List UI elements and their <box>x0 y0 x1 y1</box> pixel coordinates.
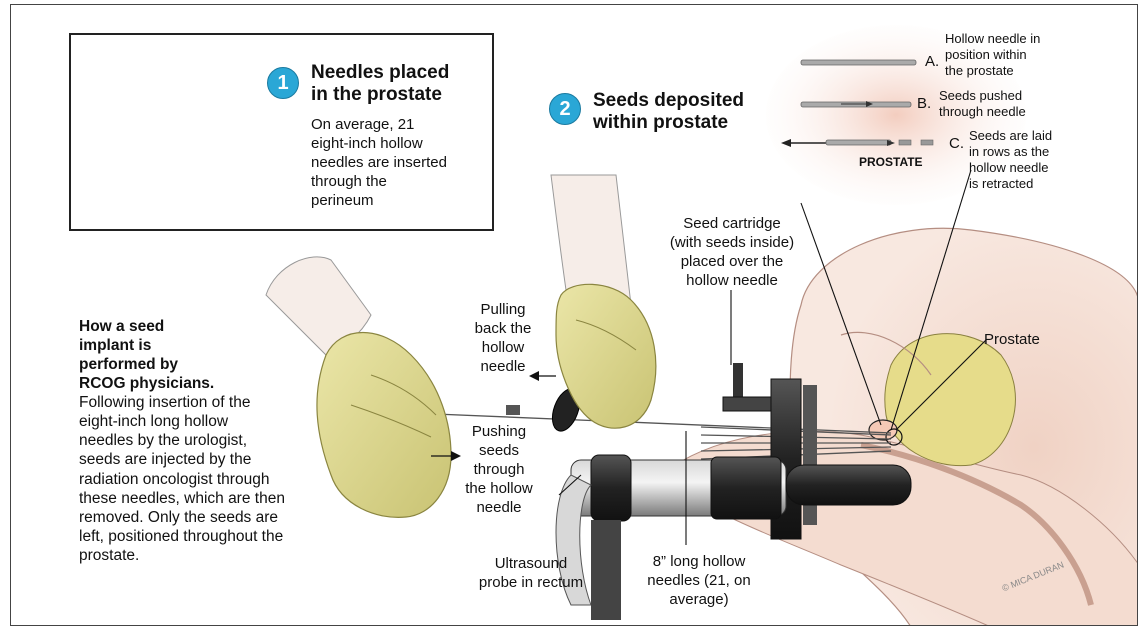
step-1-body-line5: perineum <box>311 193 374 210</box>
description-heading-line2: implant is <box>79 336 379 355</box>
description-block: How a seed implant is performed by RCOG … <box>79 317 379 565</box>
detail-prostate-caption: PROSTATE <box>859 156 923 169</box>
seed-cartridge-line3: placed over the <box>647 254 817 271</box>
description-heading-line4: RCOG physicians. <box>79 374 379 393</box>
pushing-seeds-line5: needle <box>449 500 549 517</box>
description-body-line5: radiation oncologist through <box>79 470 379 489</box>
prostate-organ <box>885 334 1016 466</box>
pulling-back-line1: Pulling <box>453 302 553 319</box>
seed-cartridge-line1: Seed cartridge <box>647 216 817 233</box>
description-body-line7: removed. Only the seeds are <box>79 508 379 527</box>
detail-b-line2: through needle <box>939 105 1026 119</box>
seed-cartridge-line2: (with seeds inside) <box>647 235 817 252</box>
pushing-seeds-line4: the hollow <box>449 481 549 498</box>
step-2-title-line1: Seeds deposited <box>593 91 744 112</box>
description-body-line1: Following insertion of the <box>79 393 379 412</box>
step-1-body-line1: On average, 21 <box>311 117 414 134</box>
description-heading-line3: performed by <box>79 355 379 374</box>
description-body-line8: left, positioned throughout the <box>79 527 379 546</box>
detail-a-line1: Hollow needle in <box>945 32 1040 46</box>
detail-a-line2: position within <box>945 48 1027 62</box>
step-2-badge: 2 <box>549 93 581 125</box>
detail-c-letter: C. <box>949 136 964 153</box>
step-2-title-line2: within prostate <box>593 113 728 134</box>
pushing-seeds-line1: Pushing <box>449 424 549 441</box>
step-1-body-line2: eight-inch hollow <box>311 136 423 153</box>
pulling-back-line4: needle <box>453 359 553 376</box>
needles-line3: average) <box>629 592 769 609</box>
pulling-back-line2: back the <box>453 321 553 338</box>
needles-line1: 8” long hollow <box>629 554 769 571</box>
step-1-body-line3: needles are inserted <box>311 155 447 172</box>
seed-cartridge-line4: hollow needle <box>647 273 817 290</box>
detail-b-letter: B. <box>917 96 931 113</box>
illustration-frame: 1 Needles placed in the prostate On aver… <box>10 4 1138 626</box>
ultrasound-line2: probe in rectum <box>451 575 611 592</box>
detail-c-line4: is retracted <box>969 177 1033 191</box>
description-body-line2: eight-inch long hollow <box>79 412 379 431</box>
needles-line2: needles (21, on <box>629 573 769 590</box>
step-1-badge: 1 <box>267 67 299 99</box>
detail-c-line1: Seeds are laid <box>969 129 1052 143</box>
detail-a-line3: the prostate <box>945 64 1014 78</box>
step-1-body-line4: through the <box>311 174 387 191</box>
step-1-title-line1: Needles placed <box>311 63 449 84</box>
pushing-seeds-line3: through <box>449 462 549 479</box>
detail-c-line3: hollow needle <box>969 161 1049 175</box>
description-body-line3: needles by the urologist, <box>79 431 379 450</box>
ultrasound-line1: Ultrasound <box>451 556 611 573</box>
description-heading-line1: How a seed <box>79 317 379 336</box>
prostate-label: Prostate <box>984 332 1040 349</box>
detail-b-line1: Seeds pushed <box>939 89 1022 103</box>
description-body-line4: seeds are injected by the <box>79 450 379 469</box>
pulling-back-line3: hollow <box>453 340 553 357</box>
pushing-seeds-line2: seeds <box>449 443 549 460</box>
step-1-inset: 1 Needles placed in the prostate On aver… <box>69 33 494 231</box>
step-1-title-line2: in the prostate <box>311 85 442 106</box>
detail-c-line2: in rows as the <box>969 145 1049 159</box>
description-body-line6: these needles, which are then <box>79 489 379 508</box>
detail-a-letter: A. <box>925 54 939 71</box>
description-body-line9: prostate. <box>79 546 379 565</box>
